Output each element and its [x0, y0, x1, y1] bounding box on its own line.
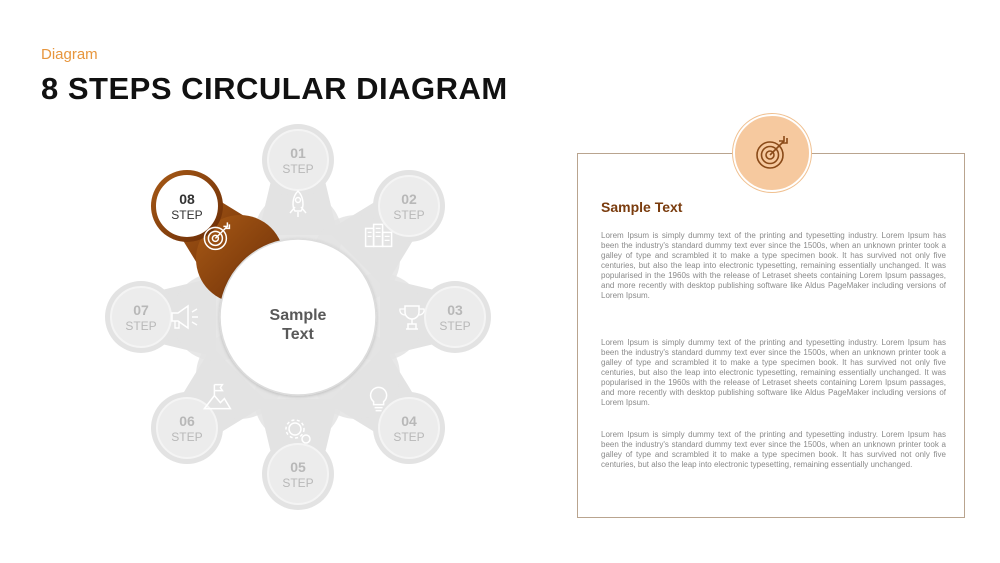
buildings-icon: [364, 223, 393, 248]
gears-icon: [285, 419, 311, 444]
rocket-icon: [289, 189, 307, 217]
step-05-label: STEP: [282, 476, 313, 490]
center-hub: Sample Text: [219, 238, 377, 396]
page-title: 8 STEPS CIRCULAR DIAGRAM: [41, 71, 508, 106]
step-03-circle: [424, 286, 486, 348]
step-06-circle: [155, 397, 218, 460]
step-06-number: 06: [179, 413, 195, 429]
center-text-line1: Sample: [270, 307, 327, 324]
lightbulb-icon: [369, 386, 388, 412]
step-08-circle: [155, 174, 218, 237]
step-08-label: STEP: [171, 208, 202, 222]
target-icon: [756, 136, 788, 169]
target-icon: [203, 222, 231, 251]
step-02-number: 02: [401, 191, 417, 207]
step-01-number: 01: [290, 145, 306, 161]
mountain-flag-icon: [202, 383, 232, 410]
step-06-label: STEP: [171, 430, 202, 444]
step-08-number: 08: [179, 191, 195, 207]
step-03-number: 03: [447, 302, 463, 318]
step-01-label: STEP: [282, 162, 313, 176]
info-card: Sample Text Lorem Ipsum is simply dummy …: [577, 153, 965, 518]
step-04-number: 04: [401, 413, 417, 429]
trophy-icon: [399, 305, 425, 330]
step-02-circle: [378, 174, 441, 237]
card-badge: [733, 114, 811, 192]
card-paragraph-3: Lorem Ipsum is simply dummy text of the …: [601, 430, 946, 469]
card-paragraph-1: Lorem Ipsum is simply dummy text of the …: [601, 231, 946, 300]
step-07-circle: [110, 286, 172, 348]
step-05-circle: [267, 443, 329, 505]
step-04-circle: [378, 397, 441, 460]
step-07-label: STEP: [125, 319, 156, 333]
megaphone-icon: [171, 304, 198, 330]
section-kicker: Diagram: [41, 46, 98, 63]
step-03-label: STEP: [439, 319, 470, 333]
center-text-line2: Text: [282, 326, 314, 343]
step-07-number: 07: [133, 302, 149, 318]
card-heading: Sample Text: [601, 199, 683, 215]
card-paragraph-2: Lorem Ipsum is simply dummy text of the …: [601, 338, 946, 407]
step-04-label: STEP: [393, 430, 424, 444]
step-05-number: 05: [290, 459, 306, 475]
step-02-label: STEP: [393, 208, 424, 222]
